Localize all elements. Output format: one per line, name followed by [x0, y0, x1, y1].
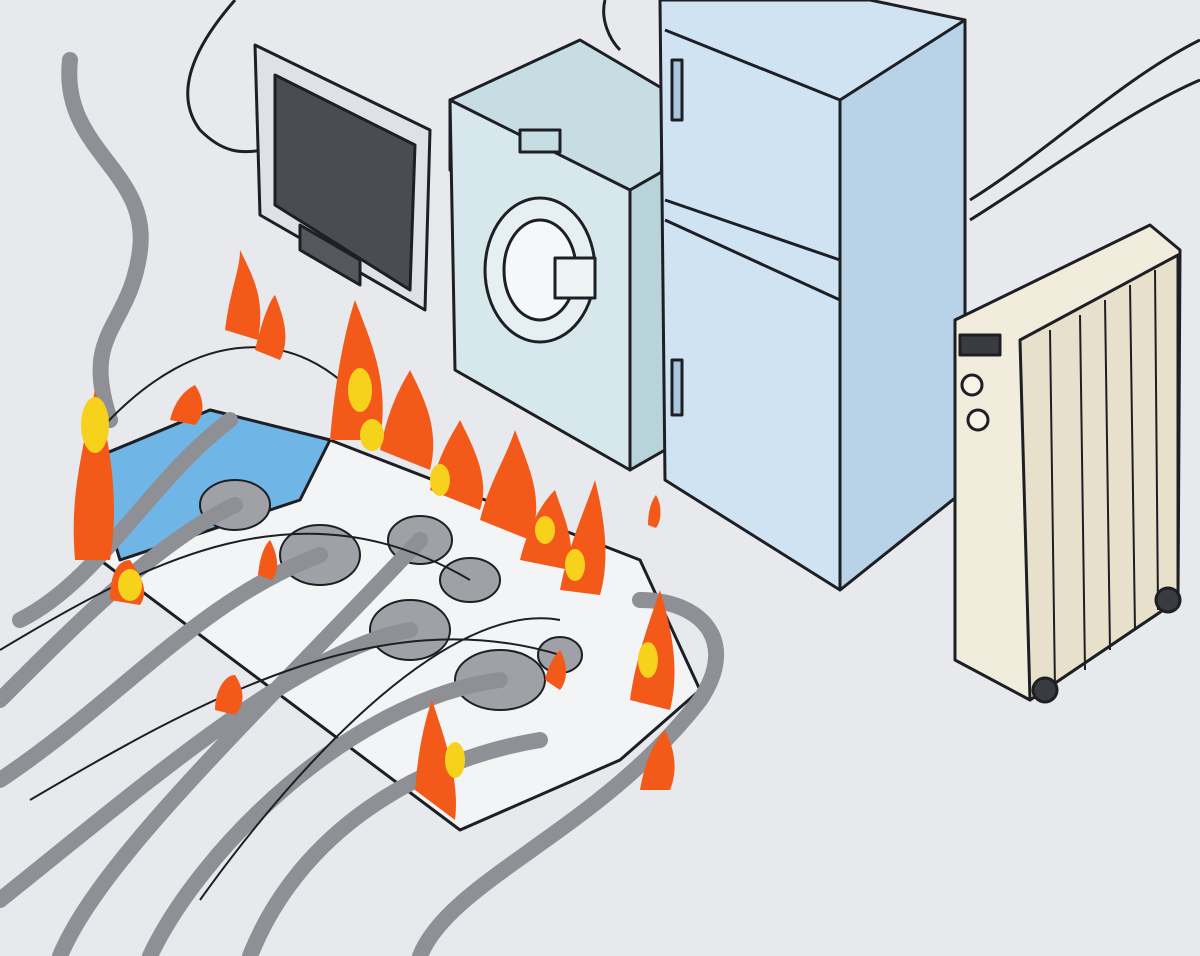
washing-machine: [448, 38, 667, 472]
refrigerator: [658, 0, 967, 592]
cables: [0, 52, 725, 956]
tv: [253, 43, 432, 312]
wall-cords: [186, 0, 1200, 222]
tv-screen: [273, 73, 417, 292]
flame-cores: [81, 368, 658, 778]
cable-outlines: [0, 346, 561, 901]
oil-radiator: [953, 223, 1182, 704]
flames: [73, 250, 675, 820]
